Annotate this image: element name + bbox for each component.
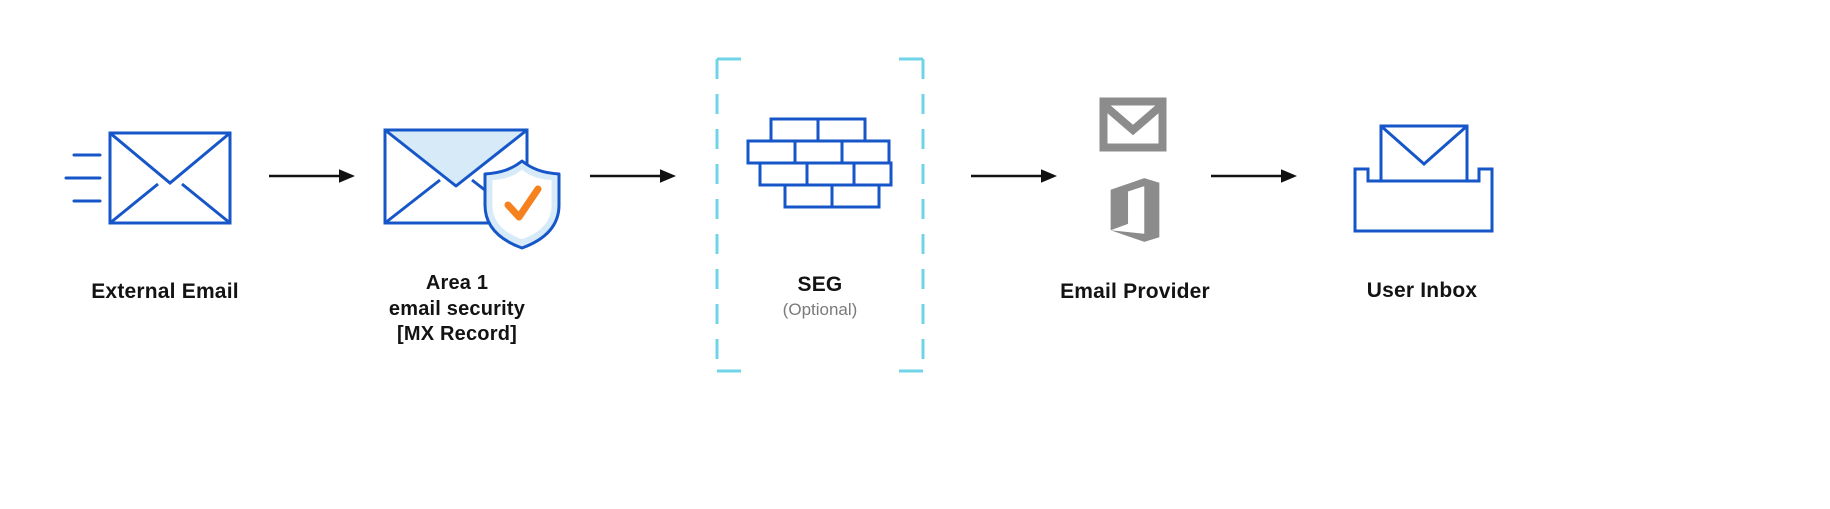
firewall-brick-wall-icon bbox=[746, 117, 893, 209]
inbox-tray-envelope-icon bbox=[1353, 124, 1494, 233]
check-icon bbox=[504, 185, 542, 221]
area1-label: Area 1 email security [MX Record] bbox=[389, 271, 525, 348]
email-provider-label: Email Provider bbox=[1060, 280, 1210, 303]
shield-check-icon bbox=[483, 159, 561, 250]
area1-label-line1: Area 1 bbox=[425, 272, 489, 294]
arrow-right-icon bbox=[971, 169, 1057, 183]
inbox-tray bbox=[1353, 167, 1494, 233]
user-inbox-label: User Inbox bbox=[1366, 279, 1478, 302]
dashed-optional-boundary bbox=[715, 57, 925, 373]
speed-lines bbox=[64, 153, 102, 203]
microsoft-office-icon bbox=[1110, 178, 1160, 242]
area1-label-line2: email security bbox=[388, 297, 526, 320]
external-email-label: External Email bbox=[91, 280, 239, 303]
arrow-right-icon bbox=[590, 169, 676, 183]
envelope-icon bbox=[108, 131, 232, 225]
arrow-right-icon bbox=[1211, 169, 1297, 183]
area1-label-line3: [MX Record] bbox=[397, 323, 517, 345]
gmail-icon bbox=[1099, 97, 1167, 152]
seg-label: SEG bbox=[797, 273, 843, 296]
envelope-with-speed-lines-icon bbox=[64, 131, 232, 225]
seg-optional-label: (Optional) bbox=[782, 300, 858, 319]
arrow-right-icon bbox=[269, 169, 355, 183]
